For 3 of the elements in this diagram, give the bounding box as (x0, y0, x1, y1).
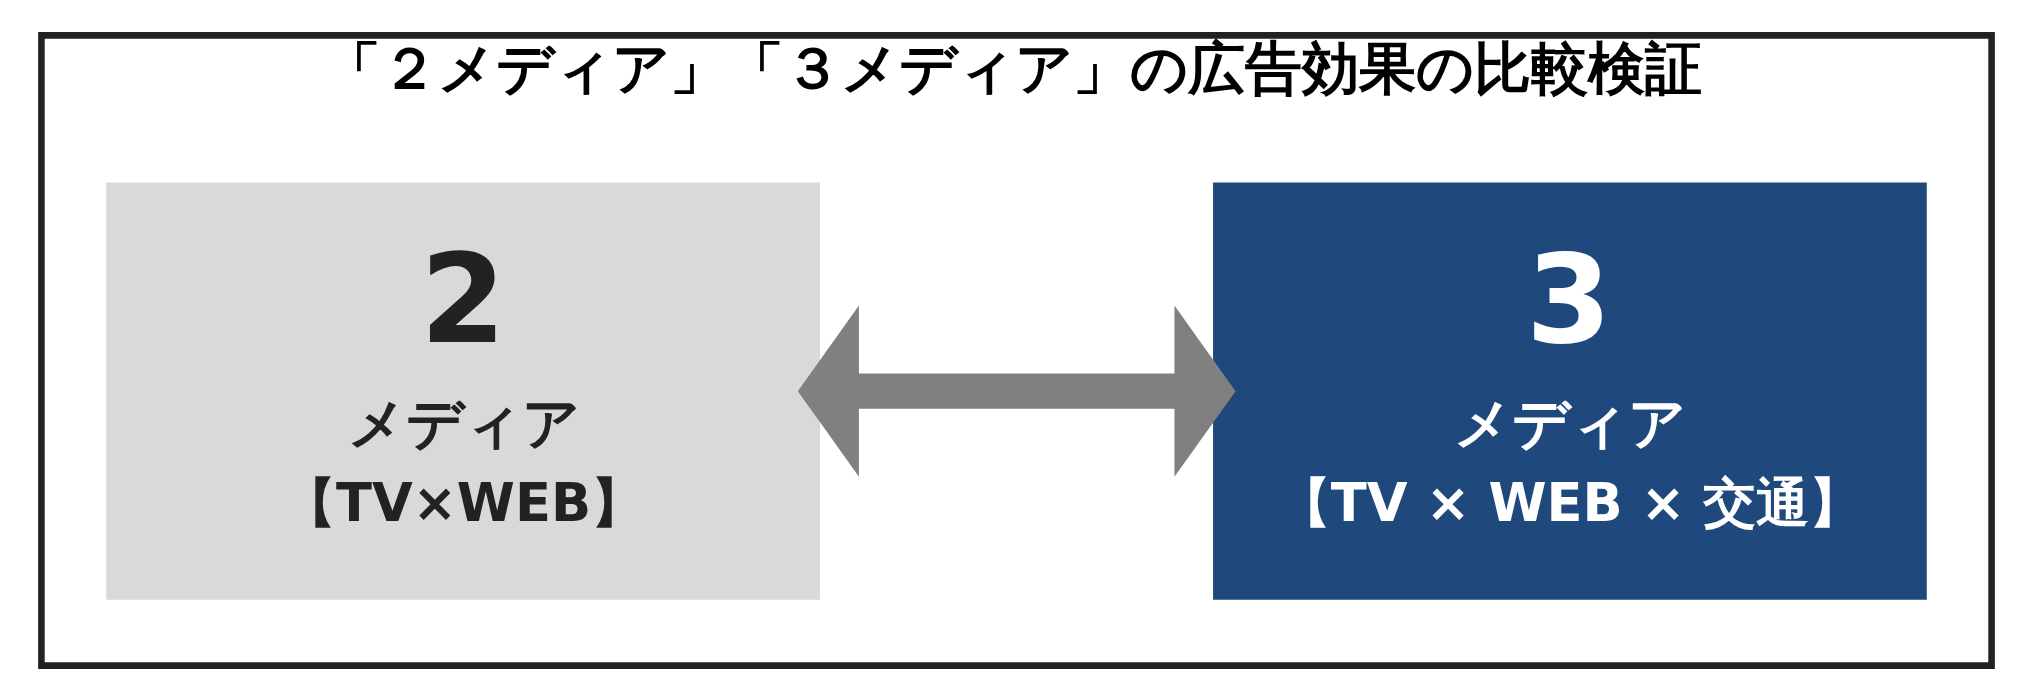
node-box: 3 メディア 【TV × WEB × 交通】 (1212, 182, 1927, 600)
arrow (797, 305, 1236, 477)
node-box: 2 メディア 【TV×WEB】 (105, 182, 820, 600)
